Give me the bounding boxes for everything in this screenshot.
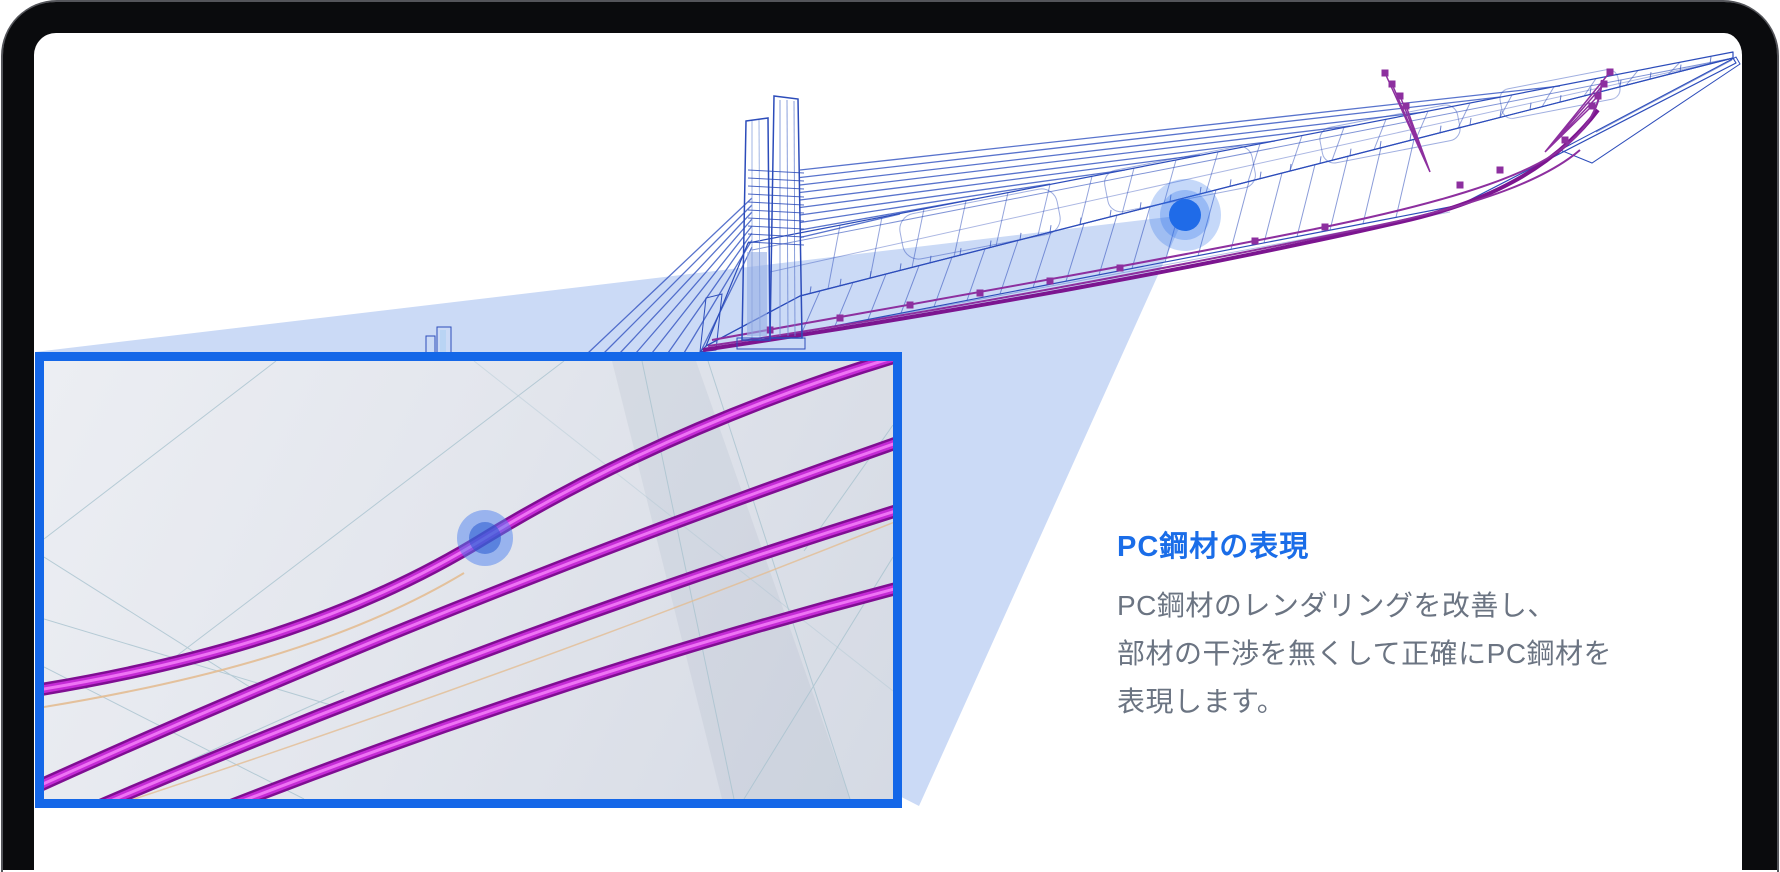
feature-body-line: 部材の干渉を無くして正確にPC鋼材を (1117, 638, 1613, 669)
tower (736, 95, 806, 350)
feature-text-block: PC鋼材の表現 PC鋼材のレンダリングを改善し、 部材の干渉を無くして正確にPC… (1117, 528, 1677, 726)
magnifier-inset (35, 352, 902, 808)
highlight-dot-icon (1149, 179, 1221, 251)
duct-lines (44, 521, 893, 799)
inset-highlight-dot-icon (457, 510, 513, 566)
bridge-wireframe (425, 51, 1741, 354)
feature-title: PC鋼材の表現 (1117, 531, 1310, 563)
feature-body-line: 表現します。 (1117, 686, 1286, 717)
deck-tendons (702, 71, 1611, 352)
feature-body: PC鋼材のレンダリングを改善し、 部材の干渉を無くして正確にPC鋼材を 表現しま… (1117, 582, 1677, 726)
girder-web-band (612, 361, 850, 799)
inset-content (44, 361, 893, 799)
feature-body-line: PC鋼材のレンダリングを改善し、 (1117, 590, 1556, 621)
